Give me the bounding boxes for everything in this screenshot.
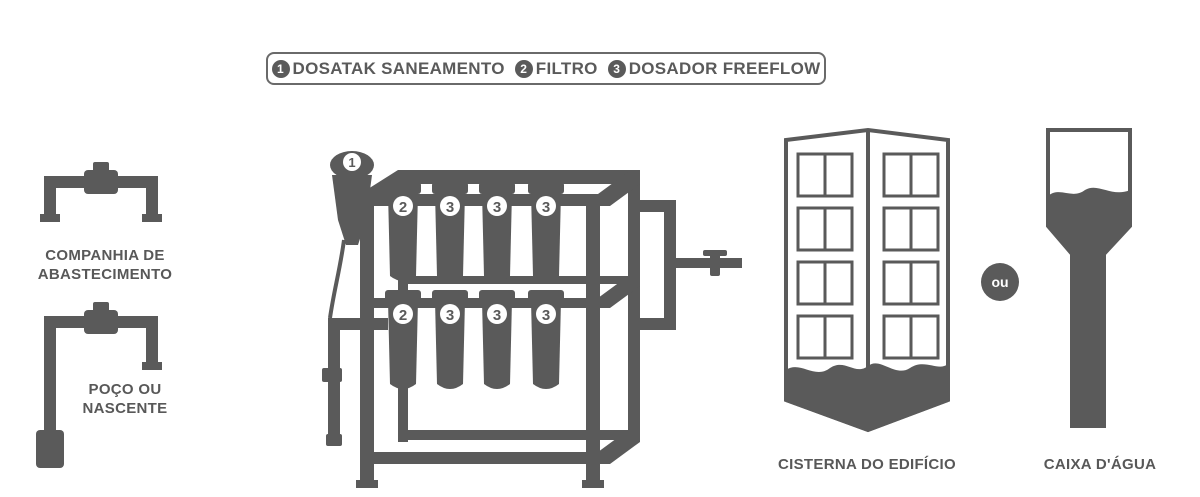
cartridge-number: 3 [542,199,550,216]
rack-frame [356,170,640,488]
doser-unit-icon [330,151,374,245]
utility-label-line2: ABASTECIMENTO [37,266,173,283]
legend-number-3: 3 [607,59,626,78]
filter-cartridge-top-1: 2 [385,182,421,281]
filter-cartridge-top-2: 3 [432,182,468,281]
filter-cartridge-bottom-3: 3 [479,290,515,389]
legend-number-1: 1 [271,59,290,78]
legend-item-doser: 1 DOSATAK SANEAMENTO [271,58,505,79]
cartridge-group: 2 3 3 3 2 3 3 3 [385,182,564,389]
cartridge-number: 3 [542,307,550,324]
outlet-pipe [640,200,742,330]
or-badge [981,263,1019,301]
filter-cartridge-bottom-4: 3 [528,290,564,389]
legend-label-filter: FILTRO [535,58,598,78]
well-label-line1: POÇO OU [88,381,162,398]
utility-label: COMPANHIA DE ABASTECIMENTO [10,246,200,284]
inlet-pipe [322,239,388,446]
legend-box: 1 DOSATAK SANEAMENTO 2 FILTRO 3 DOSADOR … [266,52,826,85]
doser-number: 1 [348,155,355,170]
cartridge-number: 3 [493,307,501,324]
water-tower-icon [1046,128,1132,428]
cartridge-number: 3 [446,199,454,216]
cartridge-number: 2 [399,199,407,216]
legend-label-doser: DOSATAK SANEAMENTO [292,58,505,78]
well-label: POÇO OU NASCENTE [30,380,220,418]
legend-number-2: 2 [514,59,533,78]
filter-cartridge-top-4: 3 [528,182,564,281]
cartridge-number: 3 [493,199,501,216]
legend-label-freeflow: DOSADOR FREEFLOW [628,58,821,78]
well-label-line2: NASCENTE [82,400,168,417]
cartridge-number: 3 [446,307,454,324]
well-pipe-icon [36,302,162,468]
utility-label-line1: COMPANHIA DE [45,247,165,264]
filter-cartridge-bottom-1: 2 [385,290,421,389]
legend-item-freeflow: 3 DOSADOR FREEFLOW [607,58,821,79]
building-cistern-icon [784,127,950,433]
cistern-label: CISTERNA DO EDIFÍCIO [778,456,956,473]
filter-cartridge-bottom-2: 3 [432,290,468,389]
legend-item-filter: 2 FILTRO [514,58,598,79]
or-label: ou [991,274,1008,290]
utility-pipe-icon [40,162,162,222]
cartridge-number: 2 [399,307,407,324]
tank-label: CAIXA D'ÁGUA [1043,456,1157,473]
filter-cartridge-top-3: 3 [479,182,515,281]
